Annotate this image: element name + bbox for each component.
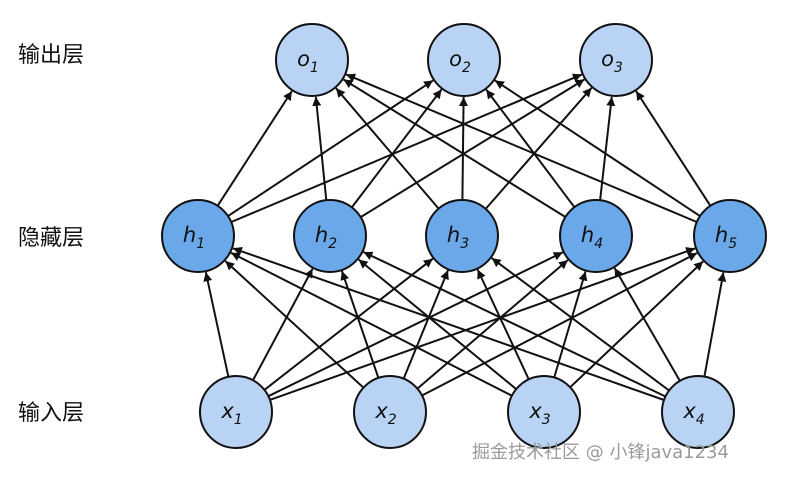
node-circle: [661, 375, 735, 449]
edge-x1-h3: [263, 257, 434, 391]
edge-x1-h4: [267, 251, 564, 398]
edge-x3-h5: [569, 260, 704, 389]
edge-x3-h1: [230, 251, 513, 397]
hidden-layer-label: 隐藏层: [18, 226, 84, 251]
edge-x1-h5: [269, 247, 696, 401]
node-circle: [579, 23, 653, 97]
node-label-subscript: 3: [542, 412, 551, 428]
node-h5: h5: [693, 199, 767, 273]
node-label: h4: [581, 223, 603, 252]
edge-h2-o1: [312, 96, 328, 201]
edge-h2-o3: [360, 78, 586, 218]
node-x2: x2: [353, 375, 427, 449]
node-o1: o1: [275, 23, 349, 97]
node-h3: h3: [425, 199, 499, 273]
node-label-base: x: [220, 399, 234, 423]
node-label-base: h: [447, 223, 460, 247]
node-x4: x4: [661, 375, 735, 449]
node-o2: o2: [427, 23, 501, 97]
node-circle: [693, 199, 767, 273]
edge-x2-h5: [421, 252, 698, 397]
edge-h1-o2: [227, 79, 434, 217]
watermark: 掘金技术社区 @ 小锋java1234: [472, 442, 729, 463]
node-circle: [507, 375, 581, 449]
node-label-base: h: [581, 223, 594, 247]
edge-x3-h3: [476, 269, 530, 380]
node-label: o1: [297, 47, 319, 76]
edge-x2-h3: [402, 269, 449, 380]
edge-x4-h5: [703, 272, 727, 377]
node-label-subscript: 1: [234, 412, 243, 428]
edge-x4-h1: [232, 247, 665, 401]
edge-x1-h2: [252, 268, 314, 381]
edge-x3-h2: [357, 258, 517, 390]
edge-x4-h4: [613, 267, 681, 382]
node-circle: [353, 375, 427, 449]
node-label-subscript: 3: [614, 60, 623, 76]
node-label: h3: [447, 223, 469, 252]
node-label: x3: [528, 399, 550, 428]
edge-x4-h2: [362, 251, 666, 398]
node-circle: [275, 23, 349, 97]
node-label-subscript: 1: [196, 236, 205, 252]
output-layer-label: 输出层: [18, 43, 84, 68]
node-label: h2: [315, 223, 337, 252]
node-label-subscript: 1: [310, 60, 319, 76]
edge-h5-o3: [635, 90, 712, 207]
node-circle: [559, 199, 633, 273]
edge-h1-o1: [216, 90, 293, 207]
node-h2: h2: [293, 199, 367, 273]
edge-h4-o2: [485, 88, 576, 208]
node-h4: h4: [559, 199, 633, 273]
edge-h3-o3: [484, 87, 593, 210]
node-label-base: h: [715, 223, 728, 247]
edge-h5-o1: [345, 73, 698, 223]
node-label-subscript: 2: [462, 60, 471, 76]
node-label-base: x: [682, 399, 696, 423]
edge-x3-h4: [553, 271, 588, 378]
node-circle: [161, 199, 235, 273]
edge-x2-h1: [224, 260, 365, 389]
node-label-subscript: 4: [594, 236, 603, 252]
node-x3: x3: [507, 375, 581, 449]
edge-h2-o2: [351, 88, 443, 209]
node-circle: [427, 23, 501, 97]
node-label-base: x: [374, 399, 388, 423]
node-label: o3: [601, 47, 623, 76]
node-label-base: o: [601, 47, 614, 71]
node-label-base: h: [315, 223, 328, 247]
node-label-base: o: [449, 47, 462, 71]
edge-h5-o2: [494, 79, 701, 217]
node-label-subscript: 4: [696, 412, 705, 428]
node-label: h1: [183, 223, 205, 252]
edge-x2-h4: [416, 259, 569, 390]
edge-x4-h3: [491, 257, 670, 392]
node-label: x1: [220, 399, 242, 428]
node-circle: [199, 375, 273, 449]
node-x1: x1: [199, 375, 273, 449]
node-circle: [425, 199, 499, 273]
node-label: x2: [374, 399, 396, 428]
edge-x1-h1: [203, 271, 230, 378]
node-label-subscript: 5: [728, 236, 737, 252]
input-layer-label: 输入层: [18, 401, 84, 426]
edge-h3-o1: [335, 87, 440, 210]
node-label-subscript: 2: [388, 412, 397, 428]
node-label: o2: [449, 47, 471, 76]
node-label: h5: [715, 223, 737, 252]
node-label-base: o: [297, 47, 310, 71]
edge-h4-o1: [342, 78, 566, 218]
connections: [203, 73, 727, 401]
node-label-subscript: 3: [460, 236, 469, 252]
node-label-base: h: [183, 223, 196, 247]
node-label-base: x: [528, 399, 542, 423]
node-o3: o3: [579, 23, 653, 97]
node-label: x4: [682, 399, 704, 428]
node-circle: [293, 199, 367, 273]
node-h1: h1: [161, 199, 235, 273]
edge-h3-o2: [458, 96, 468, 201]
node-label-subscript: 2: [328, 236, 337, 252]
